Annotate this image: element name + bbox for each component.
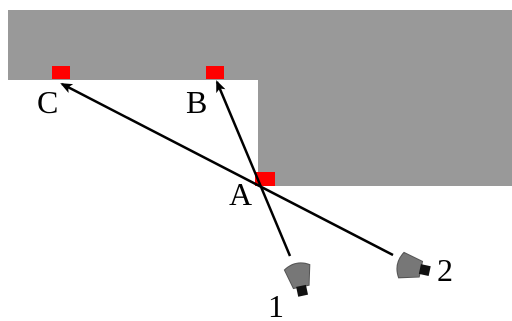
label-b: B: [186, 84, 207, 120]
label-source-2: 2: [437, 252, 453, 288]
lamp-icon: [396, 251, 431, 279]
marker-c: [52, 66, 70, 79]
label-a: A: [229, 176, 252, 212]
marker-b: [206, 66, 224, 79]
wall-region: [8, 10, 512, 186]
label-source-1: 1: [268, 288, 284, 321]
lamp-icon: [283, 262, 311, 297]
label-c: C: [37, 84, 58, 120]
ray-source2-to-c: [60, 82, 394, 257]
ray-source1-to-b: [215, 80, 292, 257]
